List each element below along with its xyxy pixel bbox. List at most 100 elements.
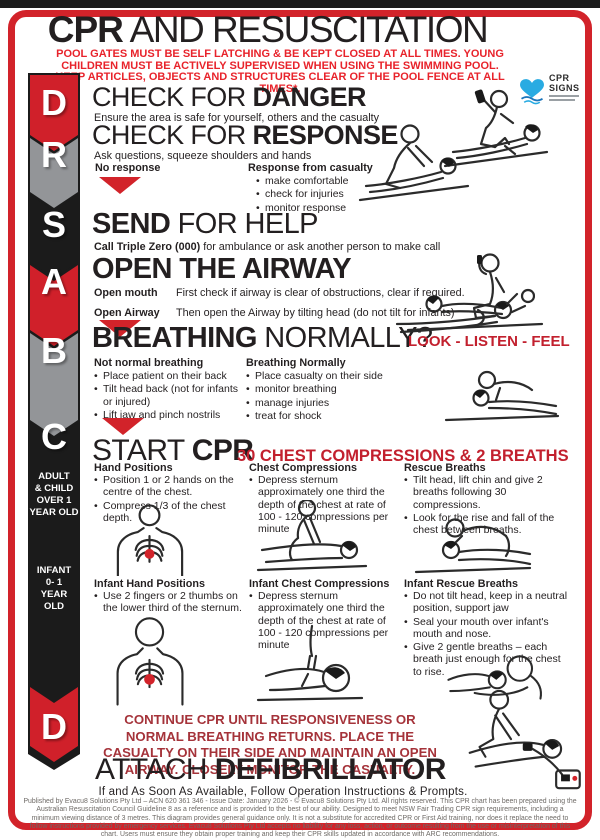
logo-fine-print-bar — [549, 95, 579, 97]
list-item: Depress sternum approximately one third … — [249, 474, 401, 535]
defib-heading-regular: ATTACH — [95, 753, 215, 786]
list-item: Compress 1/3 of the chest depth. — [94, 500, 244, 525]
not-normal-list: Place patient on their back Tilt head ba… — [94, 370, 246, 422]
page-title-rest: AND RESUSCITATION — [122, 9, 489, 50]
letter-d-defib: D — [41, 706, 67, 747]
send-sub: Call Triple Zero (000) for ambulance or … — [94, 241, 440, 253]
defibrillator-heading: ATTACH DEFIBRILLATOR — [95, 755, 446, 785]
response-from-casualty-label: Response from casualty — [248, 162, 373, 174]
danger-heading-regular: CHECK FOR — [92, 82, 253, 112]
continue-cpr-text: CONTINUE CPR UNTIL RESPONSIVENESS OR NOR… — [103, 712, 437, 777]
logo-fine-print-bar — [549, 99, 575, 101]
not-normal-title: Not normal breathing — [94, 357, 204, 369]
hand-positions-title: Hand Positions — [94, 462, 173, 474]
logo-line1: CPR — [549, 73, 570, 83]
adult-age-label: ADULT & CHILD OVER 1 YEAR OLD — [29, 471, 79, 518]
danger-heading: CHECK FOR DANGER — [92, 82, 367, 112]
infant-breaths-illustration — [436, 646, 551, 708]
list-item: Place casualty on their side — [246, 370, 406, 383]
infant-compressions-illustration — [250, 622, 370, 710]
footer-legal-text: Published by Evacu8 Solutions Pty Ltd – … — [23, 798, 577, 839]
response-sub: Ask questions, squeeze shoulders and han… — [94, 150, 312, 162]
open-mouth-label: Open mouth — [94, 287, 158, 299]
chest-compressions-title: Chest Compressions — [249, 462, 357, 474]
list-item: Do not tilt head, keep in a neutral posi… — [404, 590, 569, 615]
no-response-label: No response — [95, 162, 161, 174]
list-item: manage injuries — [246, 397, 406, 410]
down-arrow-icon — [99, 320, 141, 337]
pool-warning-text: POOL GATES MUST BE SELF LATCHING & BE KE… — [55, 48, 505, 95]
drsabcd-sidebar: D R S A B C ADULT & CHILD OVER 1 YEAR OL… — [28, 73, 80, 773]
down-arrow-icon — [102, 418, 144, 435]
cpr-subtitle: 30 CHEST COMPRESSIONS & 2 BREATHS — [237, 447, 569, 465]
cpr-heading-regular: START — [92, 434, 192, 467]
chevron-breathing — [30, 333, 78, 436]
list-item: Tilt head, lift chin and give 2 breaths … — [404, 474, 566, 511]
list-item: Lift jaw and pinch nostrils — [94, 409, 246, 422]
infant-rescue-breaths-list: Do not tilt head, keep in a neutral posi… — [404, 590, 569, 679]
open-airway-label: Open Airway — [94, 307, 160, 319]
send-sub-bold: Call Triple Zero (000) — [94, 241, 201, 253]
list-item: Give 2 gentle breaths – each breath just… — [404, 641, 569, 678]
response-from-casualty-list: make comfortable check for injuries moni… — [256, 175, 396, 215]
list-item: Position 1 or 2 hands on the centre of t… — [94, 474, 244, 499]
send-sub-rest: for ambulance or ask another person to m… — [200, 241, 441, 253]
top-edge-strip — [0, 0, 600, 8]
page-title: CPR AND RESUSCITATION — [15, 11, 520, 48]
rescue-breaths-title: Rescue Breaths — [404, 462, 486, 474]
open-airway-text: Then open the Airway by tilting head (do… — [176, 307, 455, 319]
breathing-heading-bold: BREATHING — [92, 322, 257, 354]
response-heading-bold: RESPONSE — [252, 120, 399, 150]
send-heading: SEND FOR HELP — [92, 210, 318, 239]
adult-hand-position-diagram — [108, 504, 192, 576]
breathing-heading: BREATHING NORMALLY? — [92, 322, 433, 354]
letter-a: A — [41, 261, 67, 302]
list-item: make comfortable — [256, 175, 396, 188]
page-title-bold: CPR — [47, 9, 124, 50]
send-heading-regular: FOR HELP — [170, 208, 319, 240]
look-listen-feel-illustration — [438, 356, 563, 426]
infant-age-label: INFANT 0- 1 YEAR OLD — [36, 565, 72, 612]
heart-waves-icon — [518, 74, 546, 106]
chevron-danger — [30, 75, 78, 151]
danger-heading-bold: DANGER — [252, 82, 367, 112]
infant-chest-compressions-list: Depress sternum approximately one third … — [249, 590, 401, 652]
look-listen-feel: LOOK - LISTEN - FEEL — [408, 333, 570, 350]
list-item: Tilt head back (not for infants or injur… — [94, 383, 246, 408]
list-item: monitor response — [256, 202, 396, 215]
infant-hand-positions-list: Use 2 fingers or 2 thumbs on the lower t… — [94, 590, 244, 616]
response-heading: CHECK FOR RESPONSE — [92, 122, 398, 149]
hand-positions-list: Position 1 or 2 hands on the centre of t… — [94, 474, 244, 525]
defibrillator-sub: If and As Soon As Available, Follow Oper… — [98, 786, 468, 798]
infant-hand-positions-title: Infant Hand Positions — [94, 578, 205, 590]
down-arrow-icon — [99, 177, 141, 194]
list-item: check for injuries — [256, 188, 396, 201]
chevron-cpr — [30, 423, 78, 703]
defib-heading-bold: DEFIBRILLATOR — [214, 753, 447, 786]
letter-d: D — [41, 82, 67, 123]
chest-compressions-illustration — [252, 500, 372, 576]
letter-s: S — [41, 204, 66, 245]
list-item: Seal your mouth over infant's mouth and … — [404, 616, 569, 641]
check-danger-illustration — [435, 86, 550, 191]
letter-b: B — [41, 330, 67, 371]
infant-chest-compressions-title: Infant Chest Compressions — [249, 578, 390, 590]
letter-c: C — [41, 416, 67, 457]
list-item: Depress sternum approximately one third … — [249, 590, 401, 651]
cpr-signs-logo: CPR SIGNS — [518, 74, 584, 106]
list-item: monitor breathing — [246, 383, 406, 396]
cpr-heading: START CPR — [92, 434, 254, 467]
rescue-breaths-illustration — [410, 498, 535, 576]
open-mouth-text: First check if airway is clear of obstru… — [176, 287, 465, 299]
breathing-heading-regular: NORMALLY? — [256, 322, 433, 354]
head-tilt-illustration — [385, 288, 535, 336]
letter-r: R — [41, 134, 67, 175]
defibrillator-illustration — [436, 688, 584, 798]
check-response-illustration — [352, 122, 472, 222]
rescue-breaths-list: Tilt head, lift chin and give 2 breaths … — [404, 474, 566, 537]
response-heading-regular: CHECK FOR — [92, 120, 253, 150]
infant-rescue-breaths-title: Infant Rescue Breaths — [404, 578, 518, 590]
logo-wordmark: CPR SIGNS — [549, 74, 580, 101]
logo-line2: SIGNS — [549, 83, 580, 93]
